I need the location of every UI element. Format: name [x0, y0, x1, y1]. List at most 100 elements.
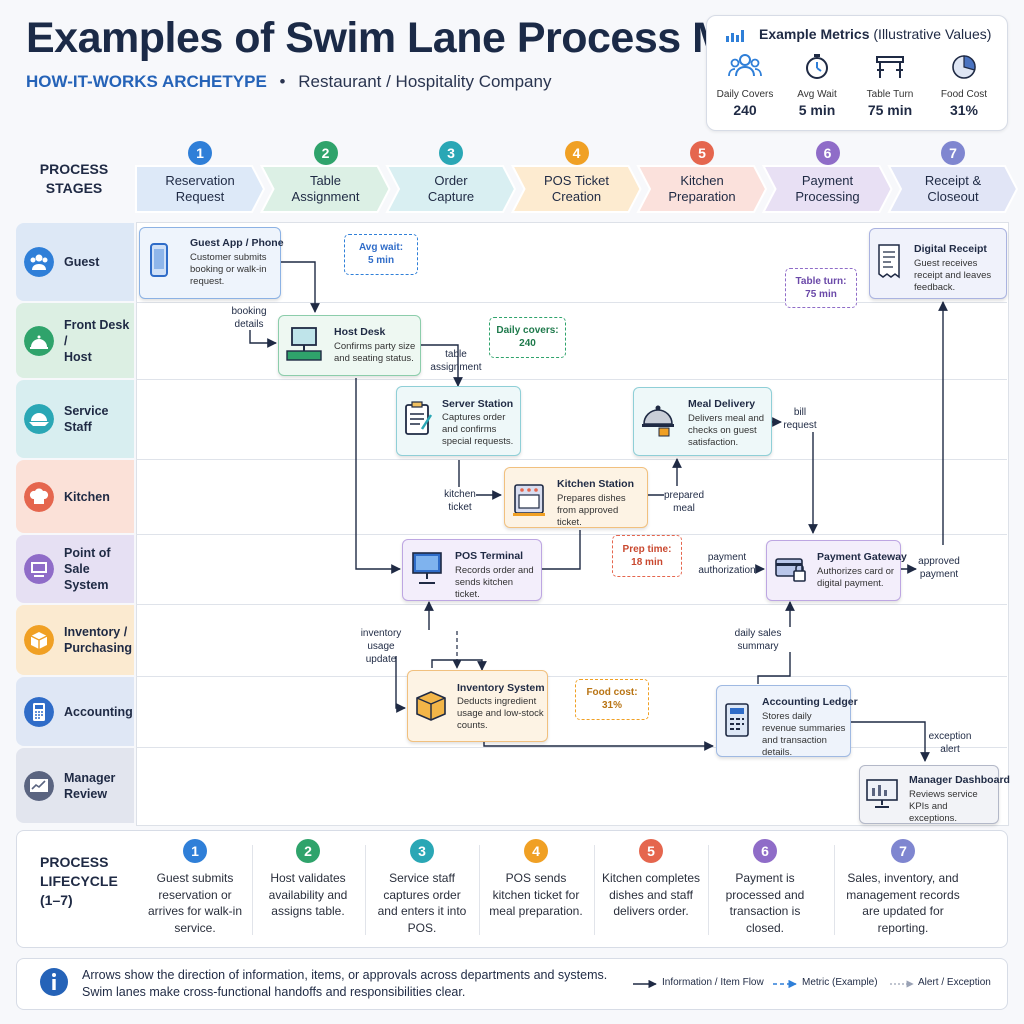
lifecycle-divider	[834, 845, 835, 935]
stove-icon	[513, 484, 545, 516]
lane-label-6: Inventory /Purchasing	[16, 605, 134, 675]
lane-title: Inventory /Purchasing	[64, 625, 133, 655]
metric-box-avg-wait: Avg wait:5 min	[344, 234, 418, 275]
box-icon	[24, 625, 54, 655]
node-accounting-ledger[interactable]: Accounting Ledger Stores daily revenue s…	[716, 685, 858, 758]
node-host-desk[interactable]: Host Desk Confirms party size and seatin…	[278, 315, 421, 376]
node-title: Server Station	[442, 398, 514, 410]
pos-terminal-icon	[412, 552, 442, 584]
node-desc: Records order and sends kitchen ticket.	[455, 565, 534, 600]
example-metrics-card: Example Metrics (Illustrative Values) Da…	[706, 15, 1008, 131]
stage-chevrons	[135, 165, 1019, 213]
node-payment-gateway[interactable]: Payment Gateway Authorizes card or digit…	[766, 540, 907, 601]
metric-box-table-turn: Table turn:75 min	[785, 268, 857, 308]
phone-icon	[150, 243, 168, 277]
pie-icon	[952, 55, 976, 79]
legend-alert-exception: Alert / Exception	[918, 977, 991, 988]
arrow-inventory-to-ledger	[483, 740, 714, 751]
dashboard-icon	[866, 779, 898, 808]
lifecycle-step-2: Host validates availability and assigns …	[268, 871, 348, 918]
box-icon	[416, 691, 446, 721]
arrow-guest-to-host	[279, 261, 320, 313]
node-desc: Reviews service KPIs and exceptions.	[909, 789, 978, 824]
metric-value: 31%	[949, 102, 979, 118]
lifecycle-divider	[708, 845, 709, 935]
metric-value: 240	[733, 102, 757, 118]
node-title: POS Terminal	[455, 550, 524, 562]
node-guest-app[interactable]: Guest App / Phone Customer submits booki…	[139, 227, 284, 299]
lifecycle-step-3: Service staff captures order and enters …	[377, 871, 467, 935]
lifecycle-step-6: Payment is processed and transaction is …	[725, 871, 805, 935]
guest-icon	[24, 247, 54, 277]
node-desc: Delivers meal and checks on guest satisf…	[688, 413, 765, 448]
chef-hat-icon	[24, 481, 54, 512]
node-title: Meal Delivery	[688, 398, 756, 410]
node-manager-dashboard[interactable]: Manager Dashboard Reviews service KPIs a…	[859, 765, 1010, 824]
node-meal-delivery[interactable]: Meal Delivery Delivers meal and checks o…	[633, 387, 772, 456]
node-title: Host Desk	[334, 326, 386, 338]
lane-title: Service Staff	[64, 404, 109, 434]
stage-badge-5: 5	[690, 141, 714, 165]
metrics-title: Example Metrics (Illustrative Values)	[759, 26, 992, 42]
node-kitchen-station[interactable]: Kitchen Station Prepares dishes from app…	[504, 467, 648, 528]
lane-separator	[136, 302, 1007, 303]
metric-box-daily-covers: Daily covers:240	[489, 317, 566, 358]
lifecycle-badge-4: 4	[524, 839, 548, 863]
node-title: Guest App / Phone	[190, 237, 284, 249]
arrow-ledger-to-summary	[757, 652, 791, 684]
metric-label: Avg Wait	[797, 89, 837, 100]
lifecycle-badge-1: 1	[183, 839, 207, 863]
node-title: Digital Receipt	[914, 243, 987, 255]
lifecycle-badge-3: 3	[410, 839, 434, 863]
node-digital-receipt[interactable]: Digital Receipt Guest receives receipt a…	[869, 228, 1007, 299]
stage-badge-3: 3	[439, 141, 463, 165]
lifecycle-divider	[594, 845, 595, 935]
stage-chevron-7	[887, 165, 1019, 213]
lane-label-4: Kitchen	[16, 460, 134, 533]
stopwatch-icon	[806, 54, 828, 79]
legend-information-flow: Information / Item Flow	[662, 977, 764, 988]
lane-separator	[136, 534, 1007, 535]
people-icon	[728, 54, 762, 77]
lane-label-2: Front Desk /Host	[16, 303, 134, 378]
lifecycle-divider	[365, 845, 366, 935]
stage-badge-6: 6	[815, 141, 840, 165]
node-inventory-system[interactable]: Inventory System Deducts ingredient usag…	[407, 670, 548, 742]
node-pos-terminal[interactable]: POS Terminal Records order and sends kit…	[402, 539, 542, 601]
tray-icon	[24, 404, 54, 434]
legend-lines	[633, 979, 914, 989]
metric-label: Table Turn	[866, 89, 914, 100]
flow-arrows	[249, 261, 948, 762]
node-desc: Guest receives receipt and leaves feedba…	[914, 258, 992, 293]
stage-badge-2: 2	[313, 141, 338, 165]
stage-label-7: Receipt &Closeout	[924, 173, 982, 204]
bar-chart-icon	[726, 30, 744, 42]
lane-label-3: Service Staff	[16, 380, 134, 458]
arrow-usage-to-inventory	[395, 656, 406, 713]
credit-card-icon	[775, 558, 806, 582]
stage-badge-1: 1	[188, 141, 212, 165]
node-server-station[interactable]: Server Station Captures order and confir…	[396, 386, 521, 456]
lane-separator	[136, 379, 1007, 380]
lifecycle-divider	[252, 845, 253, 935]
node-desc: Prepares dishes from approved ticket.	[557, 493, 626, 528]
lane-separator	[136, 604, 1007, 605]
lane-separator	[136, 747, 1007, 748]
lifecycle-divider	[479, 845, 480, 935]
table-icon	[876, 56, 904, 78]
stage-chevron-3	[385, 165, 517, 213]
lifecycle-badge-2: 2	[296, 839, 320, 863]
